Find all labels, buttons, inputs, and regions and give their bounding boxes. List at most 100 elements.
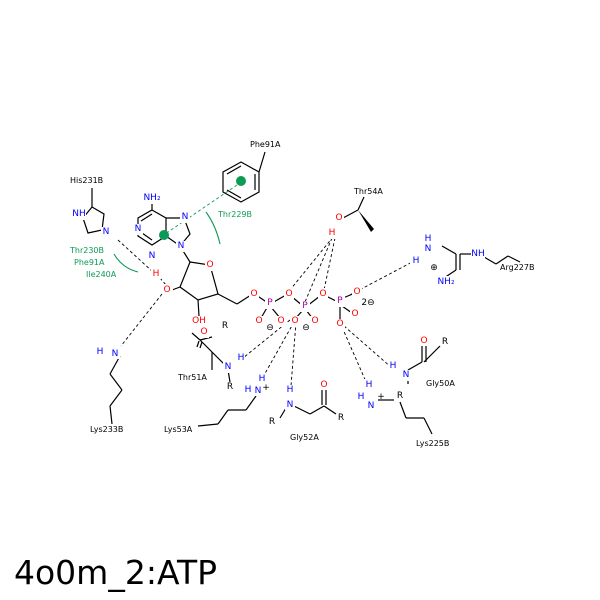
charge-plus-arg: ⊕ — [430, 263, 438, 273]
label-thr229b: Thr229B — [217, 210, 252, 219]
atom-o-gamma2: O — [351, 309, 358, 319]
atom-arg-nh2: NH₂ — [437, 277, 455, 287]
hbond-thr54a-p1 — [289, 236, 334, 291]
atom-thr51a-r2: R — [227, 382, 233, 392]
atom-lys225b-n: N — [368, 401, 375, 411]
lys233b-chain-bond — [109, 405, 113, 425]
label-phe91a-top: Phe91A — [250, 140, 281, 149]
atom-n7: N — [182, 212, 189, 222]
atom-gly50a-n: N — [403, 370, 410, 380]
atom-n3: N — [149, 251, 156, 261]
hbond-ribose-h — [159, 277, 167, 286]
atom-o5: O — [250, 289, 257, 299]
hbond-lys233b — [120, 293, 163, 347]
thr51a-bond — [199, 341, 203, 349]
atom-o-gamma3: O — [336, 319, 343, 329]
thr51a-bond — [196, 340, 200, 348]
arg227b-chain-bond — [495, 255, 509, 265]
thr230b-hydrophobic-arc — [113, 253, 139, 273]
atom-lys233b-h: H — [97, 347, 104, 357]
atom-gly50a-o: O — [420, 336, 427, 346]
atom-p-beta: P — [302, 301, 308, 311]
atom-p-alpha: P — [267, 298, 273, 308]
atom-gly52a-h: H — [287, 385, 294, 395]
charge-2minus-gamma: 2⊖ — [361, 298, 374, 308]
diagram-title: 4o0m_2:ATP — [14, 553, 217, 592]
label-lys225b: Lys225B — [416, 439, 449, 448]
ribose-c5-bond — [217, 293, 238, 305]
phe91a-ring-centroid — [236, 176, 246, 186]
thr54a-bond — [342, 209, 359, 219]
gly52a-bond — [323, 405, 337, 415]
label-thr230b: Thr230B — [69, 246, 104, 255]
hbond-his231b-ribose — [117, 239, 154, 273]
adenine-ring-centroid — [159, 230, 169, 240]
atom-o-beta1: O — [291, 316, 298, 326]
atom-lys233b-n: N — [112, 349, 119, 359]
hbond-arg227b — [347, 259, 417, 297]
thr54a-bond — [357, 196, 365, 211]
phe91a-ring-inner — [226, 165, 242, 175]
atom-his-n: N — [103, 227, 110, 237]
phe91a-ring-inner — [226, 189, 242, 199]
atom-gly52a-n: N — [287, 400, 294, 410]
hbond-thr54a-p2 — [304, 237, 333, 303]
atom-lys225b-h1: H — [366, 380, 373, 390]
thr51a-bond — [211, 351, 225, 365]
atom-lys53a-n: N — [255, 386, 262, 396]
atom-thr51a-n: N — [225, 362, 232, 372]
label-gly50a: Gly50A — [426, 379, 455, 388]
thr54a-wedge-bond — [358, 210, 374, 232]
charge-plus-lys225b: + — [377, 392, 385, 402]
atom-labels: NH₂ N N N N O O H OH NH N O P O P O P — [71, 193, 485, 427]
thr51a-bond — [199, 336, 213, 341]
atom-gly50a-r: R — [442, 337, 448, 347]
gly50a-bond — [407, 361, 423, 371]
atom-o-alpha2: O — [277, 316, 284, 326]
ribose-o3-bond — [197, 299, 200, 317]
ribose-o5-bond — [236, 294, 252, 305]
atom-thr51a-r1: R — [222, 321, 228, 331]
charge-plus-lys53a: + — [262, 383, 270, 393]
atom-o-ab: O — [285, 289, 292, 299]
hydrogen-bonds — [117, 236, 417, 387]
lys225b-chain-bond — [399, 401, 407, 419]
atom-o-gamma1: O — [353, 287, 360, 297]
label-his231b: His231B — [70, 176, 103, 185]
atom-ribose-oh: OH — [192, 316, 206, 326]
arg227b-chain-bond — [483, 256, 497, 265]
atom-arg-n1: N — [425, 244, 432, 254]
atom-thr54a-o: O — [335, 213, 342, 223]
atom-o-bg: O — [319, 289, 326, 299]
atom-ribose-o2: O — [163, 285, 170, 295]
atom-lys53a-h2: H — [245, 385, 252, 395]
label-gly52a: Gly52A — [290, 433, 319, 442]
atom-arg-nh: NH — [471, 249, 485, 259]
label-thr51a: Thr51A — [177, 373, 207, 382]
atom-p-gamma: P — [337, 296, 343, 306]
atom-gly50a-h: H — [390, 361, 397, 371]
lys233b-chain-bond — [109, 373, 123, 391]
gly52a-bond — [309, 405, 325, 415]
atom-thr54a-h: H — [329, 228, 336, 238]
pi-stacking-line — [167, 184, 238, 233]
hbond-gly52a — [290, 321, 297, 387]
ribose-o2-bond — [171, 286, 181, 291]
label-lys233b: Lys233B — [90, 425, 123, 434]
arg227b-chain-bond — [507, 255, 521, 263]
gly52a-bond — [293, 405, 311, 415]
atom-his-nh: NH — [72, 209, 86, 219]
label-ile240a: Ile240A — [86, 270, 117, 279]
lys53a-chain-bond — [245, 395, 257, 411]
atom-ribose-h: H — [153, 269, 160, 279]
atom-lys225b-r: R — [397, 391, 403, 401]
atom-n1: N — [135, 224, 142, 234]
thr51a-bond — [191, 332, 201, 341]
hbond-thr51a — [242, 319, 291, 359]
atom-gly52a-o: O — [320, 380, 327, 390]
lys53a-chain-bond — [217, 409, 229, 425]
atom-thr51a-h: H — [238, 353, 245, 363]
thr229b-hydrophobic-arc — [205, 211, 221, 245]
